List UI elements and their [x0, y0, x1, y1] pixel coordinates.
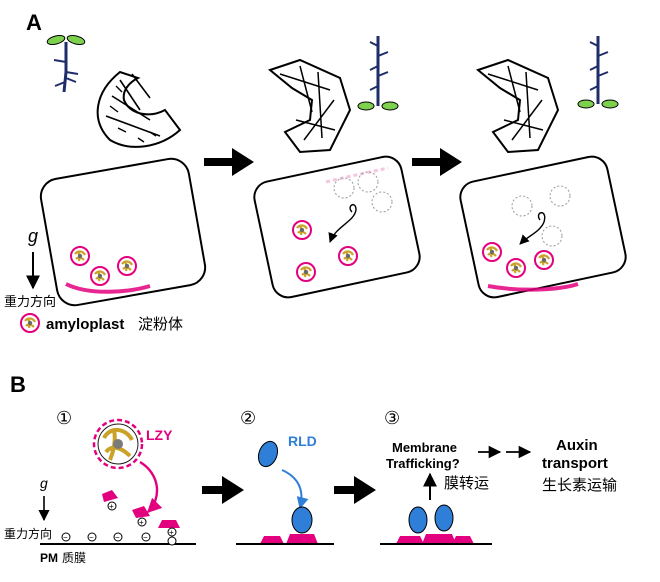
- root-cap-horizontal-1: [267, 58, 352, 154]
- panel-b-label: B: [10, 372, 26, 397]
- charge-minus-3: −: [115, 533, 120, 542]
- amyloplast-1: [69, 245, 91, 267]
- step-2-marker: ②: [240, 408, 256, 428]
- lzy-arrow: [139, 460, 163, 514]
- charge-minus-2: −: [89, 533, 94, 542]
- gravity-symbol-b: g: [40, 475, 48, 491]
- amyloplast-5: [337, 245, 359, 267]
- seedling-horizontal-1: [357, 36, 399, 111]
- gravity-text-b: 重力方向: [4, 526, 52, 541]
- membrane-text-cn: 膜转运: [444, 475, 489, 492]
- auxin-text-2: transport: [542, 455, 608, 472]
- amyloplast-7: [481, 241, 503, 263]
- legend-amyloplast-en: amyloplast: [46, 316, 124, 333]
- lzy-label: LZY: [146, 427, 173, 443]
- rld-arrow: [281, 469, 309, 510]
- seedling-horizontal-2: [577, 36, 619, 109]
- step-3-marker: ③: [384, 408, 400, 428]
- pm-label-en: PM: [40, 551, 58, 565]
- amyloplast-2: [89, 265, 111, 287]
- cell-rotated-1: [253, 155, 421, 299]
- amyloplast-8: [505, 257, 527, 279]
- step-1-marker: ①: [56, 408, 72, 428]
- rld-protein-bound: [291, 506, 313, 534]
- membrane-text-1: Membrane: [392, 440, 457, 455]
- lzy-proteins: [102, 490, 180, 528]
- arrow-step-1: [204, 148, 254, 176]
- charge-plus-1: +: [109, 502, 114, 511]
- gravity-text-a: 重力方向: [4, 294, 56, 309]
- arrow-step-b2: [334, 476, 376, 504]
- charge-minus-1: −: [63, 533, 68, 542]
- charge-plus-2: +: [139, 518, 144, 527]
- rld-protein-3a: [408, 506, 428, 534]
- gravity-symbol-a: g: [28, 226, 38, 246]
- amyloplast-6: [295, 261, 317, 283]
- lzy-membrane-2: [260, 534, 318, 544]
- auxin-text-cn: 生长素运输: [542, 477, 617, 494]
- lzy-membrane-3: [396, 534, 474, 544]
- legend-amyloplast-icon: [19, 312, 41, 334]
- pm-label-cn: 质膜: [62, 551, 86, 565]
- auxin-text-1: Auxin: [556, 437, 598, 454]
- membrane-text-2: Trafficking?: [386, 456, 460, 471]
- rld-protein-3b: [434, 504, 454, 532]
- charge-plus-3: +: [169, 528, 174, 537]
- rld-label: RLD: [288, 433, 317, 449]
- legend-amyloplast-cn: 淀粉体: [138, 316, 183, 333]
- arrow-step-b1: [202, 476, 244, 504]
- amyloplast-3: [116, 255, 138, 277]
- panel-a-label: A: [26, 10, 42, 35]
- arrow-step-2: [412, 148, 462, 176]
- big-amyloplast: [92, 418, 144, 470]
- cell-rotated-2: [459, 155, 627, 299]
- cell-vertical: [39, 157, 207, 307]
- charges-plus: + + +: [107, 501, 177, 537]
- charges-minus: − − − −: [61, 532, 177, 546]
- root-cap-horizontal-2: [475, 58, 560, 154]
- rld-protein-free: [257, 440, 279, 468]
- amyloplast-4: [291, 219, 313, 241]
- amyloplast-9: [533, 249, 555, 271]
- seedling-vertical: [46, 34, 86, 93]
- charge-minus-4: −: [143, 533, 148, 542]
- root-cap-vertical: [96, 70, 182, 148]
